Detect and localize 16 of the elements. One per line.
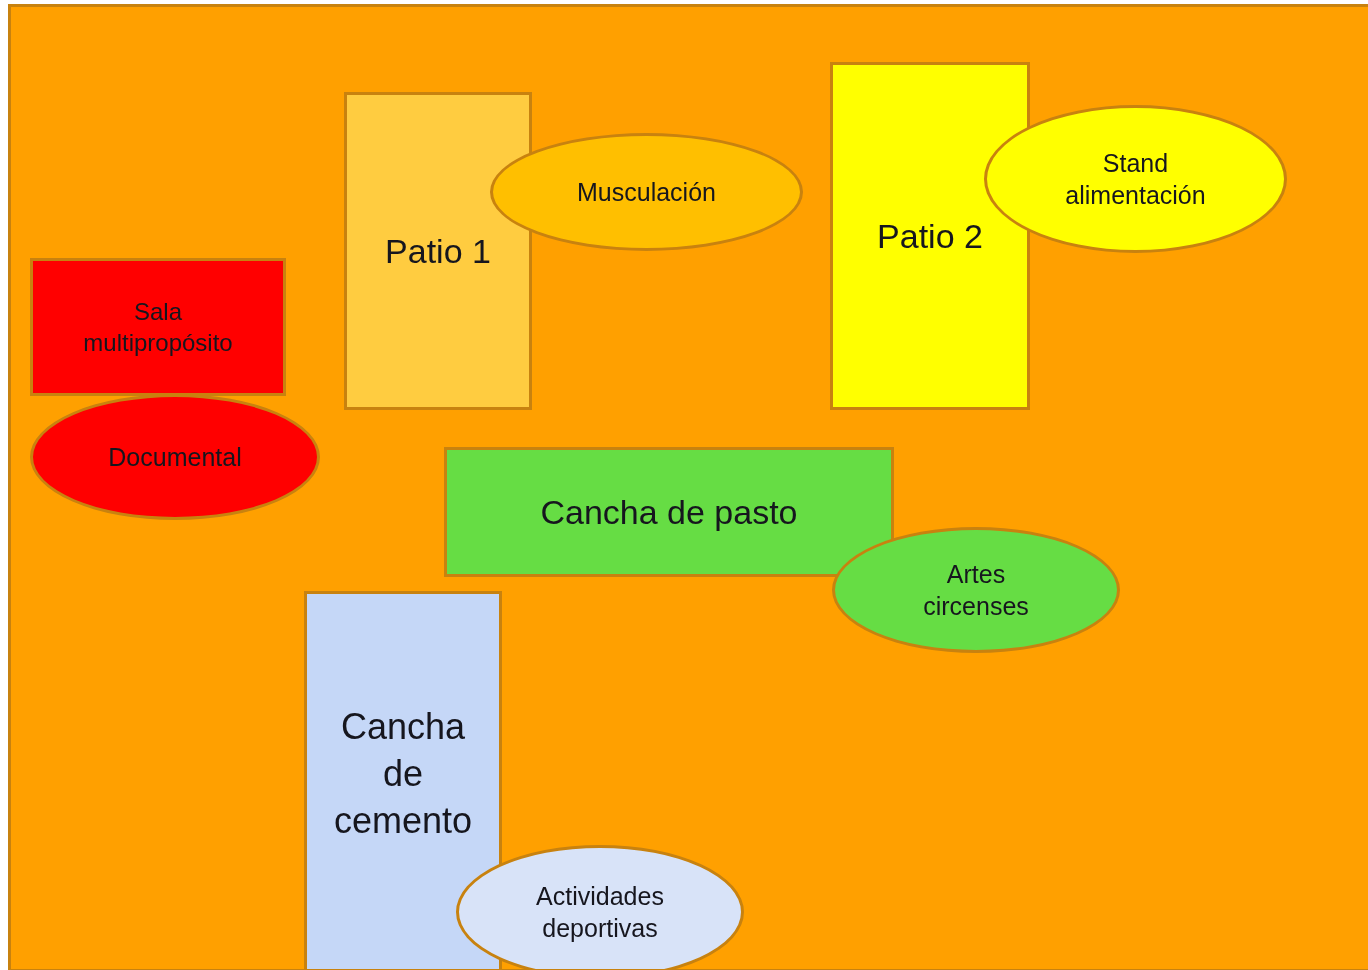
area-box xyxy=(30,258,286,396)
area-label: Musculación xyxy=(576,176,717,208)
area-label: Cancha de cemento xyxy=(332,705,474,843)
area-label: Artes circenses xyxy=(922,558,1030,622)
area-box xyxy=(344,92,532,410)
area-label: Documental xyxy=(107,441,243,473)
area-label: Patio 2 xyxy=(876,215,984,257)
area-box xyxy=(304,591,502,969)
area-label: Sala multipropósito xyxy=(82,296,234,358)
area-label: Actividades deportivas xyxy=(535,880,665,944)
area-label: Patio 1 xyxy=(384,230,492,272)
area-label: Stand alimentación xyxy=(1064,147,1207,211)
area-box xyxy=(830,62,1030,410)
site-area-background xyxy=(8,4,1368,970)
area-label: Cancha de pasto xyxy=(539,491,799,533)
area-box xyxy=(444,447,894,577)
